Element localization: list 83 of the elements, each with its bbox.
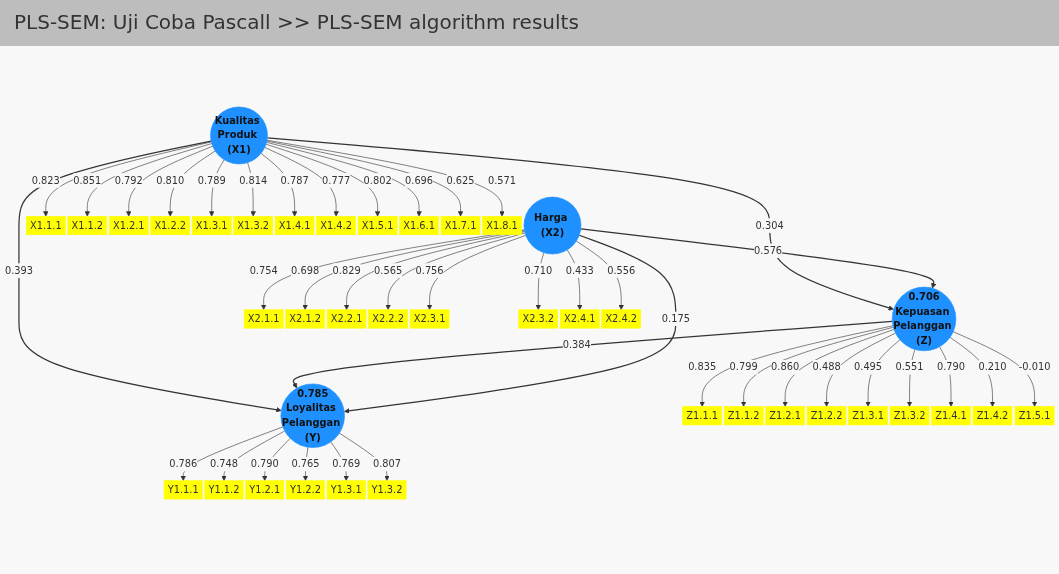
edge-label: 0.851 bbox=[73, 174, 102, 186]
edge-label: 0.696 bbox=[405, 174, 434, 186]
edge-label: 0.810 bbox=[156, 174, 185, 186]
arrow bbox=[580, 228, 937, 289]
node-box: X2.1.2 bbox=[285, 309, 325, 329]
edge-label: 0.807 bbox=[372, 458, 401, 470]
edge-label: 0.802 bbox=[363, 174, 392, 186]
node-box: X1.7.1 bbox=[440, 216, 481, 235]
node-circle: 0.706 Kepuasan Pelanggan (Z) bbox=[891, 286, 957, 352]
node-box: X1.3.2 bbox=[233, 216, 273, 235]
node-box: X1.4.2 bbox=[316, 216, 356, 235]
edge-label: 0.175 bbox=[661, 312, 690, 325]
edge-label: 0.823 bbox=[31, 174, 60, 186]
edge-label: 0.829 bbox=[332, 264, 361, 277]
edge-label: 0.304 bbox=[755, 219, 784, 232]
edge-label: 0.625 bbox=[446, 174, 475, 186]
node-box: Z1.4.2 bbox=[972, 406, 1013, 426]
node-box: X1.2.2 bbox=[150, 216, 191, 235]
window-title: PLS-SEM: Uji Coba Pascall >> PLS-SEM algorithm results bbox=[0, 0, 1059, 46]
edge-label: 0.799 bbox=[729, 361, 758, 373]
edge-label: 0.488 bbox=[812, 361, 841, 373]
arrow bbox=[18, 140, 282, 413]
edge-label: 0.786 bbox=[169, 458, 198, 470]
edge-label: 0.792 bbox=[114, 174, 143, 186]
edge-label: 0.835 bbox=[688, 361, 717, 373]
edge-label: 0.789 bbox=[197, 174, 226, 186]
edge-label: 0.787 bbox=[280, 174, 309, 186]
edge-label: 0.748 bbox=[209, 458, 239, 470]
node-box: X2.4.1 bbox=[559, 309, 600, 329]
edge-label: 0.576 bbox=[754, 244, 783, 257]
node-box: Z1.3.1 bbox=[848, 406, 888, 426]
edge-label: 0.556 bbox=[607, 264, 636, 277]
node-circle: 0.785 Loyalitas Pelanggan (Y) bbox=[280, 383, 345, 448]
node-circle: Harga (X2) bbox=[523, 196, 582, 255]
node-box: X1.6.1 bbox=[399, 216, 439, 235]
node-box: X1.1.1 bbox=[26, 216, 66, 235]
node-box: X1.3.1 bbox=[191, 216, 232, 235]
node-box: Z1.2.1 bbox=[765, 406, 805, 426]
node-box: Y1.3.2 bbox=[367, 480, 407, 500]
edge-label: 0.571 bbox=[487, 174, 517, 186]
node-box: Y1.3.1 bbox=[326, 480, 366, 500]
edge-label: -0.010 bbox=[1018, 361, 1051, 373]
edge-label: 0.495 bbox=[854, 361, 883, 373]
node-box: X2.1.1 bbox=[243, 309, 284, 329]
edge-label: 0.210 bbox=[978, 361, 1007, 373]
node-box: Y1.1.1 bbox=[163, 480, 203, 500]
edge-label: 0.777 bbox=[322, 174, 351, 186]
edge-label: 0.551 bbox=[895, 361, 924, 373]
node-box: Z1.1.1 bbox=[682, 406, 722, 426]
node-box: Y1.2.1 bbox=[245, 480, 285, 500]
edge-label: 0.384 bbox=[562, 339, 591, 351]
node-box: X2.2.2 bbox=[368, 309, 408, 329]
edge-label: 0.790 bbox=[250, 458, 279, 470]
edge-label: 0.790 bbox=[936, 361, 966, 373]
node-box: X1.5.1 bbox=[357, 216, 398, 235]
edge-label: 0.860 bbox=[771, 361, 800, 373]
node-box: Z1.1.2 bbox=[723, 406, 764, 426]
edge-label: 0.754 bbox=[249, 264, 278, 277]
edge-label: 0.765 bbox=[291, 458, 320, 470]
edge-label: 0.393 bbox=[4, 264, 33, 277]
arrow bbox=[292, 320, 893, 389]
node-box: Z1.3.2 bbox=[889, 406, 930, 426]
edge-label: 0.565 bbox=[374, 264, 403, 277]
edge-label: 0.769 bbox=[332, 458, 361, 470]
node-box: Z1.4.1 bbox=[931, 406, 971, 426]
edge-label: 0.814 bbox=[239, 174, 268, 186]
edge-label: 0.756 bbox=[415, 264, 444, 277]
edge-label: 0.710 bbox=[524, 264, 553, 277]
node-box: X1.8.1 bbox=[482, 216, 522, 235]
node-circle: Kualitas Produk (X1) bbox=[210, 106, 268, 165]
edge-label: 0.433 bbox=[565, 264, 594, 277]
node-box: Z1.5.1 bbox=[1014, 406, 1055, 426]
node-box: X2.4.2 bbox=[601, 309, 642, 329]
node-box: X2.3.1 bbox=[409, 309, 450, 329]
node-box: Z1.2.2 bbox=[806, 406, 847, 426]
edge-label: 0.698 bbox=[291, 264, 320, 277]
node-box: X1.2.1 bbox=[108, 216, 149, 235]
node-box: X1.4.1 bbox=[274, 216, 315, 235]
node-box: Y1.2.2 bbox=[286, 480, 325, 500]
node-box: X1.1.2 bbox=[67, 216, 108, 235]
node-box: Y1.1.2 bbox=[204, 480, 244, 500]
node-box: X2.2.1 bbox=[326, 309, 367, 329]
node-box: X2.3.2 bbox=[518, 309, 559, 329]
